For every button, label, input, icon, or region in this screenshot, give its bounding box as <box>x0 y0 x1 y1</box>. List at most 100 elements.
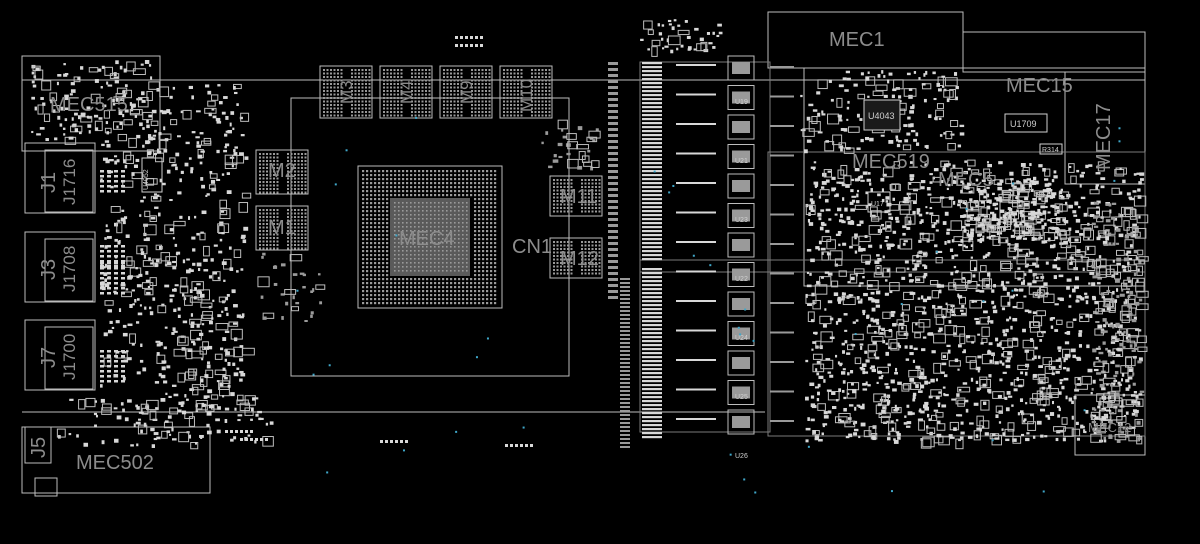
bga-ball <box>494 230 497 233</box>
memory-ball <box>276 153 279 155</box>
smd-part <box>959 333 966 345</box>
memory-ball <box>471 69 473 71</box>
bga-ball <box>386 274 389 277</box>
memory-ball <box>266 167 268 169</box>
memory-ball <box>287 233 289 236</box>
smd-pad <box>1022 237 1028 240</box>
smd-part <box>840 164 848 176</box>
smd-part <box>995 405 1003 413</box>
smd-part <box>955 438 964 450</box>
memory-ball <box>567 189 569 192</box>
bga-ball <box>458 238 460 240</box>
memory-ball <box>266 153 268 155</box>
smd-part <box>190 442 199 450</box>
bga-ball <box>494 258 497 261</box>
smd-pad <box>957 203 961 207</box>
smd-pad <box>876 254 880 257</box>
smd-pad <box>978 192 984 196</box>
bga-ball <box>494 174 497 177</box>
bga-ball <box>374 182 377 185</box>
finger-pad <box>642 288 662 291</box>
smd-pad <box>832 406 837 410</box>
bga-ball <box>446 174 449 177</box>
finger-pad <box>642 428 662 431</box>
memory-ball <box>581 244 583 247</box>
smd-pad <box>122 221 126 225</box>
bga-ball <box>434 170 437 173</box>
bga-ball <box>462 174 465 177</box>
smd-pad <box>966 182 972 187</box>
smd-pad <box>1119 167 1122 171</box>
bga-ball <box>370 210 373 213</box>
smd-pad <box>1125 253 1129 256</box>
memory-ball <box>591 248 594 250</box>
memory-ball <box>428 97 431 99</box>
bga-ball <box>406 234 408 236</box>
memory-ball <box>323 104 325 106</box>
finger-pad <box>620 314 630 316</box>
memory-ball <box>510 97 512 99</box>
memory-ball <box>471 111 473 113</box>
memory-ball <box>294 233 296 236</box>
smd-pad <box>197 154 203 159</box>
bga-ball <box>494 238 497 241</box>
bga-ball <box>478 282 481 285</box>
memory-ball <box>460 114 463 117</box>
bga-ball <box>402 262 404 264</box>
bga-ball <box>362 206 365 209</box>
bga-ball <box>478 302 481 305</box>
smd-pad <box>153 193 157 196</box>
memory-ball <box>478 107 480 110</box>
smd-part <box>903 291 914 301</box>
smd-pad <box>876 381 879 384</box>
bga-ball <box>446 258 448 260</box>
smd-pad <box>230 438 234 442</box>
smd-part <box>165 256 178 267</box>
smd-part <box>950 120 959 128</box>
memory-ball <box>414 114 417 117</box>
bga-ball <box>386 226 389 229</box>
smd-pad <box>1090 201 1096 205</box>
memory-ball <box>273 209 275 211</box>
smd-part <box>949 88 956 100</box>
smd-pad <box>874 260 880 264</box>
smd-pad <box>1095 210 1100 215</box>
memory-ball <box>290 212 293 215</box>
smd-pad <box>826 252 832 256</box>
memory-ball <box>510 86 512 89</box>
memory-ball <box>269 244 272 246</box>
smd-pad <box>909 174 915 178</box>
memory-ball <box>393 72 396 75</box>
smd-pad <box>111 326 115 329</box>
smd-pad <box>229 156 235 159</box>
smd-pad <box>854 178 859 182</box>
smd-pad <box>810 258 815 263</box>
smd-pad <box>1005 438 1010 442</box>
bga-ball <box>462 246 464 248</box>
memory-ball <box>520 100 523 103</box>
smd-pad <box>929 207 933 210</box>
bga-ball <box>382 182 385 185</box>
smd-pad <box>94 79 99 83</box>
bga-ball <box>370 182 373 185</box>
smd-pad <box>1073 395 1077 400</box>
finger-pad <box>642 296 662 299</box>
memory-ball <box>563 207 566 209</box>
memory-ball <box>294 240 296 243</box>
smd-pad <box>856 147 861 150</box>
smd-pad <box>881 188 884 193</box>
bga-ball <box>414 174 417 177</box>
smd-pad <box>190 321 195 325</box>
memory-ball <box>534 86 537 89</box>
bga-ball <box>410 202 412 204</box>
smd-pad <box>1029 251 1034 255</box>
memory-ball <box>333 83 336 85</box>
memory-ball <box>595 200 597 202</box>
finger-pad <box>642 90 662 93</box>
bga-ball <box>418 278 421 281</box>
memory-ball <box>481 86 484 89</box>
memory-ball <box>368 107 371 110</box>
smd-pad <box>901 276 906 280</box>
bga-ball <box>378 250 381 253</box>
bga-ball <box>406 262 408 264</box>
